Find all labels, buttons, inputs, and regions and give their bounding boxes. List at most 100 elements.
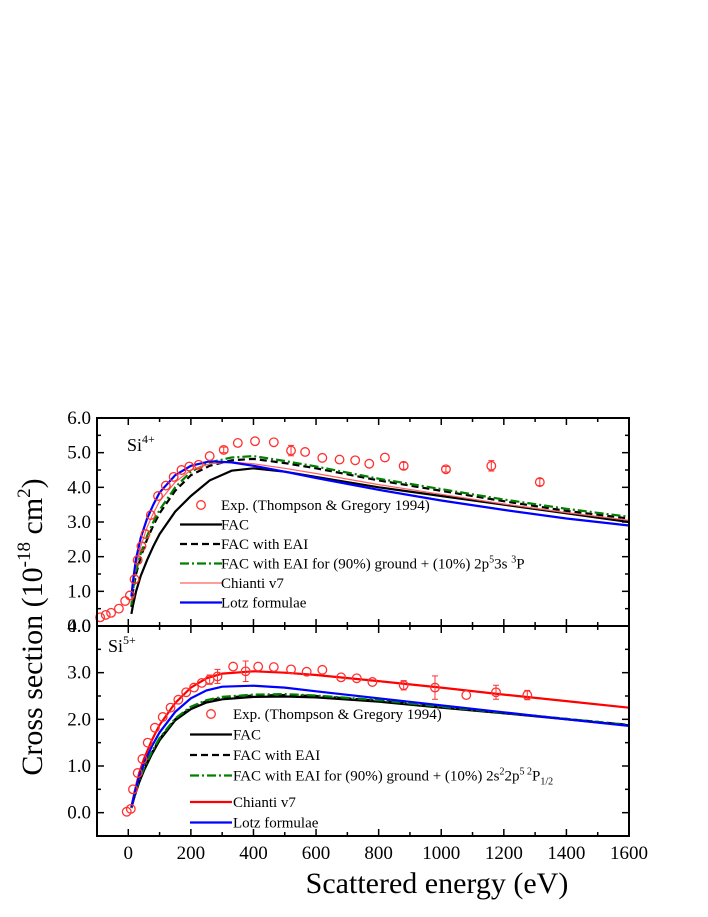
si4-plus-series-line-0 (130, 467, 630, 615)
si5-plus-data-point-28 (491, 687, 501, 698)
si4-plus-data-point-31 (486, 460, 497, 471)
si4-plus-legend-marker-experiment (196, 500, 206, 510)
si4-plus-data-point-9 (140, 529, 151, 540)
si5-plus-data-point-17 (253, 661, 264, 672)
si4-plus-legend-label-3: Chianti v7 (221, 576, 284, 592)
si4-plus-data-point-20 (250, 436, 260, 447)
si4-plus-series-line-4 (130, 460, 630, 597)
si5-plus-data-point-8 (165, 702, 176, 713)
si4-plus-series-line-1 (130, 457, 630, 608)
si4-plus-data-point-30 (440, 464, 451, 475)
si5-plus-data-point-9 (173, 694, 184, 705)
si5-plus-data-point-1 (125, 803, 136, 814)
y-axis-title: Cross section (10-18 cm2) (14, 478, 49, 775)
si4-plus-data-point-24 (317, 452, 328, 463)
si5-plus-data-point-5 (142, 737, 153, 748)
si5-plus-y-tick-label: 0.0 (67, 803, 91, 824)
si5-plus-x-tick-label: 1200 (485, 843, 523, 864)
si5-plus-data-point-26 (430, 682, 440, 693)
si4-plus-data-point-3 (113, 603, 124, 614)
si5-plus-data-point-19 (286, 664, 296, 675)
si5-plus-y-tick-label: 3.0 (67, 663, 91, 684)
si4-plus-legend-label-1: FAC with EAI (221, 537, 308, 553)
si5-plus-experiment-points (121, 660, 533, 817)
si5-plus-curves (130, 670, 630, 809)
si4-plus-y-tick-label: 4.0 (67, 477, 91, 498)
si5-plus-data-point-24 (367, 677, 378, 687)
si5-plus-legend-label-2: FAC with EAI for (90%) ground + (10%) 2s… (233, 767, 553, 788)
si5-plus-series-line-3 (130, 670, 630, 808)
si5-plus-plot-frame (96, 625, 630, 837)
si5-plus-data-point-29 (522, 690, 533, 701)
si5-plus-x-tick-label: 1400 (547, 843, 585, 864)
si4-plus-ticks: 0.01.02.03.04.05.06.0 (67, 408, 630, 637)
si4-plus-data-point-7 (132, 555, 143, 566)
si4-plus-data-point-16 (193, 459, 204, 470)
si5-plus-data-point-25 (398, 680, 409, 691)
si4-plus-data-point-17 (204, 451, 215, 462)
si4-plus-legend: Exp. (Thompson & Gregory 1994) FAC FAC wit… (180, 498, 525, 612)
si5-plus-legend-marker-experiment (206, 709, 216, 719)
si4-plus-curves (130, 454, 630, 615)
si5-plus-series-line-2 (130, 692, 630, 809)
si5-plus-data-point-10 (181, 687, 192, 698)
si4-plus-data-point-13 (168, 471, 179, 482)
si4-plus-legend-label-2: FAC with EAI for (90%) ground + (10%) 2p… (221, 555, 525, 573)
si4-plus-data-point-15 (184, 461, 195, 472)
si4-plus-data-point-11 (153, 491, 163, 501)
si4-plus-data-point-1 (100, 609, 111, 620)
si5-plus-y-tick-label: 4.0 (67, 616, 91, 637)
si4-plus-series-line-3 (130, 461, 630, 602)
si5-plus-x-tick-label: 0 (124, 843, 134, 864)
si5-plus-x-tick-label: 1600 (610, 843, 648, 864)
si4-plus-y-tick-label: 2.0 (67, 547, 91, 568)
si4-plus-legend-label-0: FAC (221, 518, 249, 534)
si5-plus-data-point-4 (137, 754, 148, 764)
si4-plus-data-point-19 (232, 438, 243, 448)
si4-plus-experiment-points (95, 436, 545, 623)
si5-plus-legend-label-0: FAC (233, 728, 261, 744)
si5-plus-data-point-7 (157, 712, 168, 722)
x-axis-title: Scattered energy (eV) (306, 867, 569, 900)
si5-plus-data-point-6 (149, 722, 160, 733)
si5-plus-data-point-21 (317, 664, 328, 675)
si4-plus-y-tick-label: 3.0 (67, 512, 91, 533)
si5-plus-x-tick-label: 400 (239, 843, 268, 864)
si4-plus-data-point-0 (95, 612, 106, 623)
si5-plus-data-point-27 (461, 690, 472, 701)
si4-plus-y-tick-label: 5.0 (67, 443, 91, 464)
si5-plus-data-point-18 (268, 662, 279, 673)
si5-plus-ion-label: Si5+ (108, 633, 136, 656)
si5-plus-data-point-15 (228, 661, 239, 672)
si4-plus-data-point-25 (334, 454, 345, 465)
si4-plus-data-point-12 (160, 480, 171, 491)
si4-plus-data-point-2 (106, 607, 117, 618)
si4-plus-data-point-22 (286, 445, 296, 456)
si4-plus-data-point-32 (534, 477, 545, 488)
si4-plus-data-point-10 (145, 510, 156, 521)
si4-plus-data-point-21 (268, 437, 279, 448)
si5-plus-x-tick-label: 200 (177, 843, 206, 864)
si5-plus-data-point-22 (336, 672, 347, 683)
si5-plus-series-line-4 (130, 684, 630, 808)
si5-plus-legend-label-4: Lotz formulae (233, 816, 319, 832)
si4-plus-legend-label-4: Lotz formulae (221, 596, 307, 612)
si5-plus-x-tick-label: 800 (364, 843, 393, 864)
si4-plus-data-point-18 (218, 444, 229, 455)
si5-plus-y-tick-label: 1.0 (67, 756, 91, 777)
si4-plus-data-point-29 (398, 460, 409, 471)
si5-plus-data-point-20 (301, 666, 312, 677)
si5-plus-data-point-16 (240, 666, 251, 677)
si5-plus-data-point-11 (189, 682, 199, 693)
si4-plus-ion-label: Si4+ (127, 432, 155, 455)
si5-plus-legend-label-3: Chianti v7 (233, 795, 296, 811)
si5-plus-x-tick-label: 600 (302, 843, 331, 864)
si4-plus-legend-label-experiment: Exp. (Thompson & Gregory 1994) (221, 498, 430, 514)
si5-plus-x-tick-label: 1000 (422, 843, 460, 864)
si4-plus-data-point-8 (136, 541, 147, 552)
si4-plus-data-point-5 (124, 590, 135, 601)
